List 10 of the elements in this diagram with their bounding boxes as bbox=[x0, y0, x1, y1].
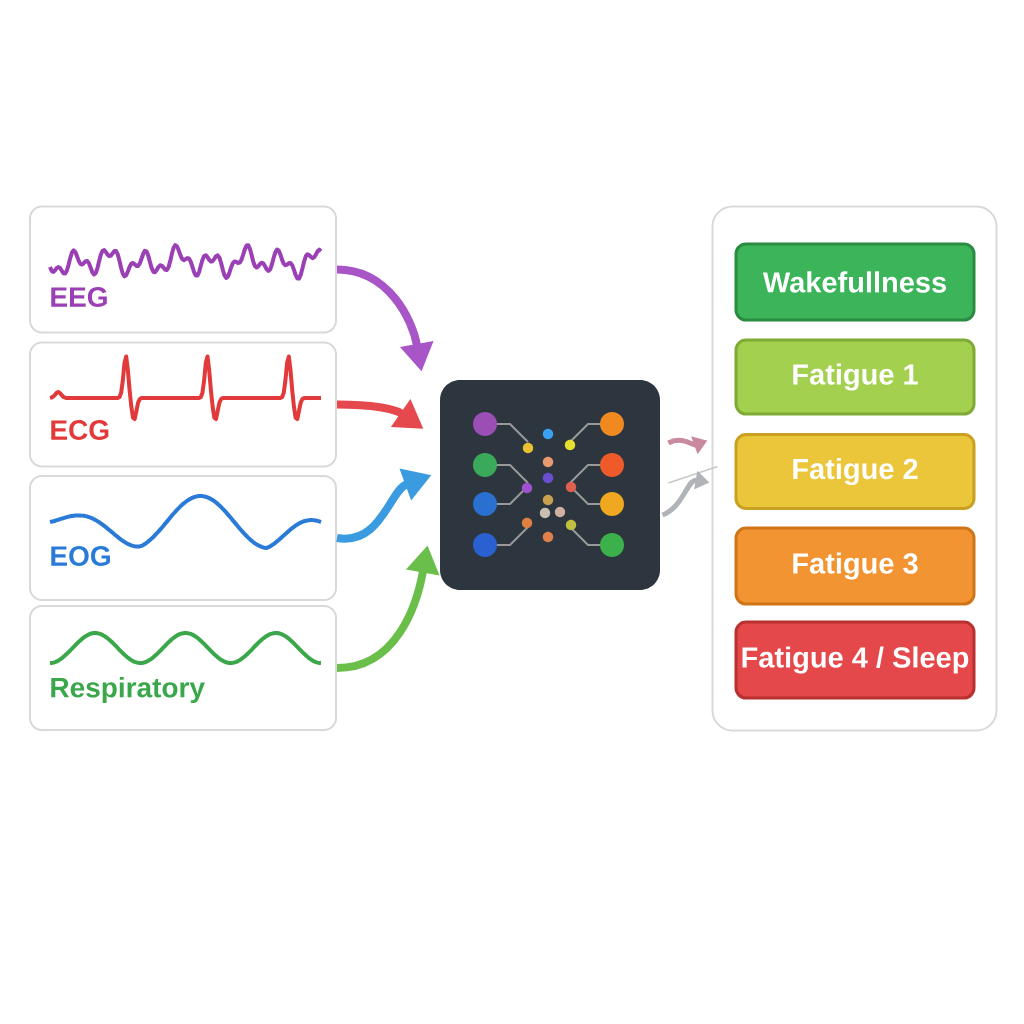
state-box: Fatigue 3 bbox=[734, 526, 976, 606]
signal-card: ECG bbox=[29, 341, 337, 468]
state-box: Fatigue 2 bbox=[734, 433, 976, 510]
state-box: Wakefullness bbox=[734, 242, 976, 322]
state-box: Fatigue 4 / Sleep bbox=[734, 620, 976, 700]
signal-card: EEG bbox=[29, 205, 337, 334]
neural-network-drawing bbox=[440, 380, 660, 590]
signal-card: Respiratory bbox=[29, 605, 337, 731]
state-box: Fatigue 1 bbox=[734, 338, 976, 416]
signal-card: EOG bbox=[29, 475, 337, 601]
